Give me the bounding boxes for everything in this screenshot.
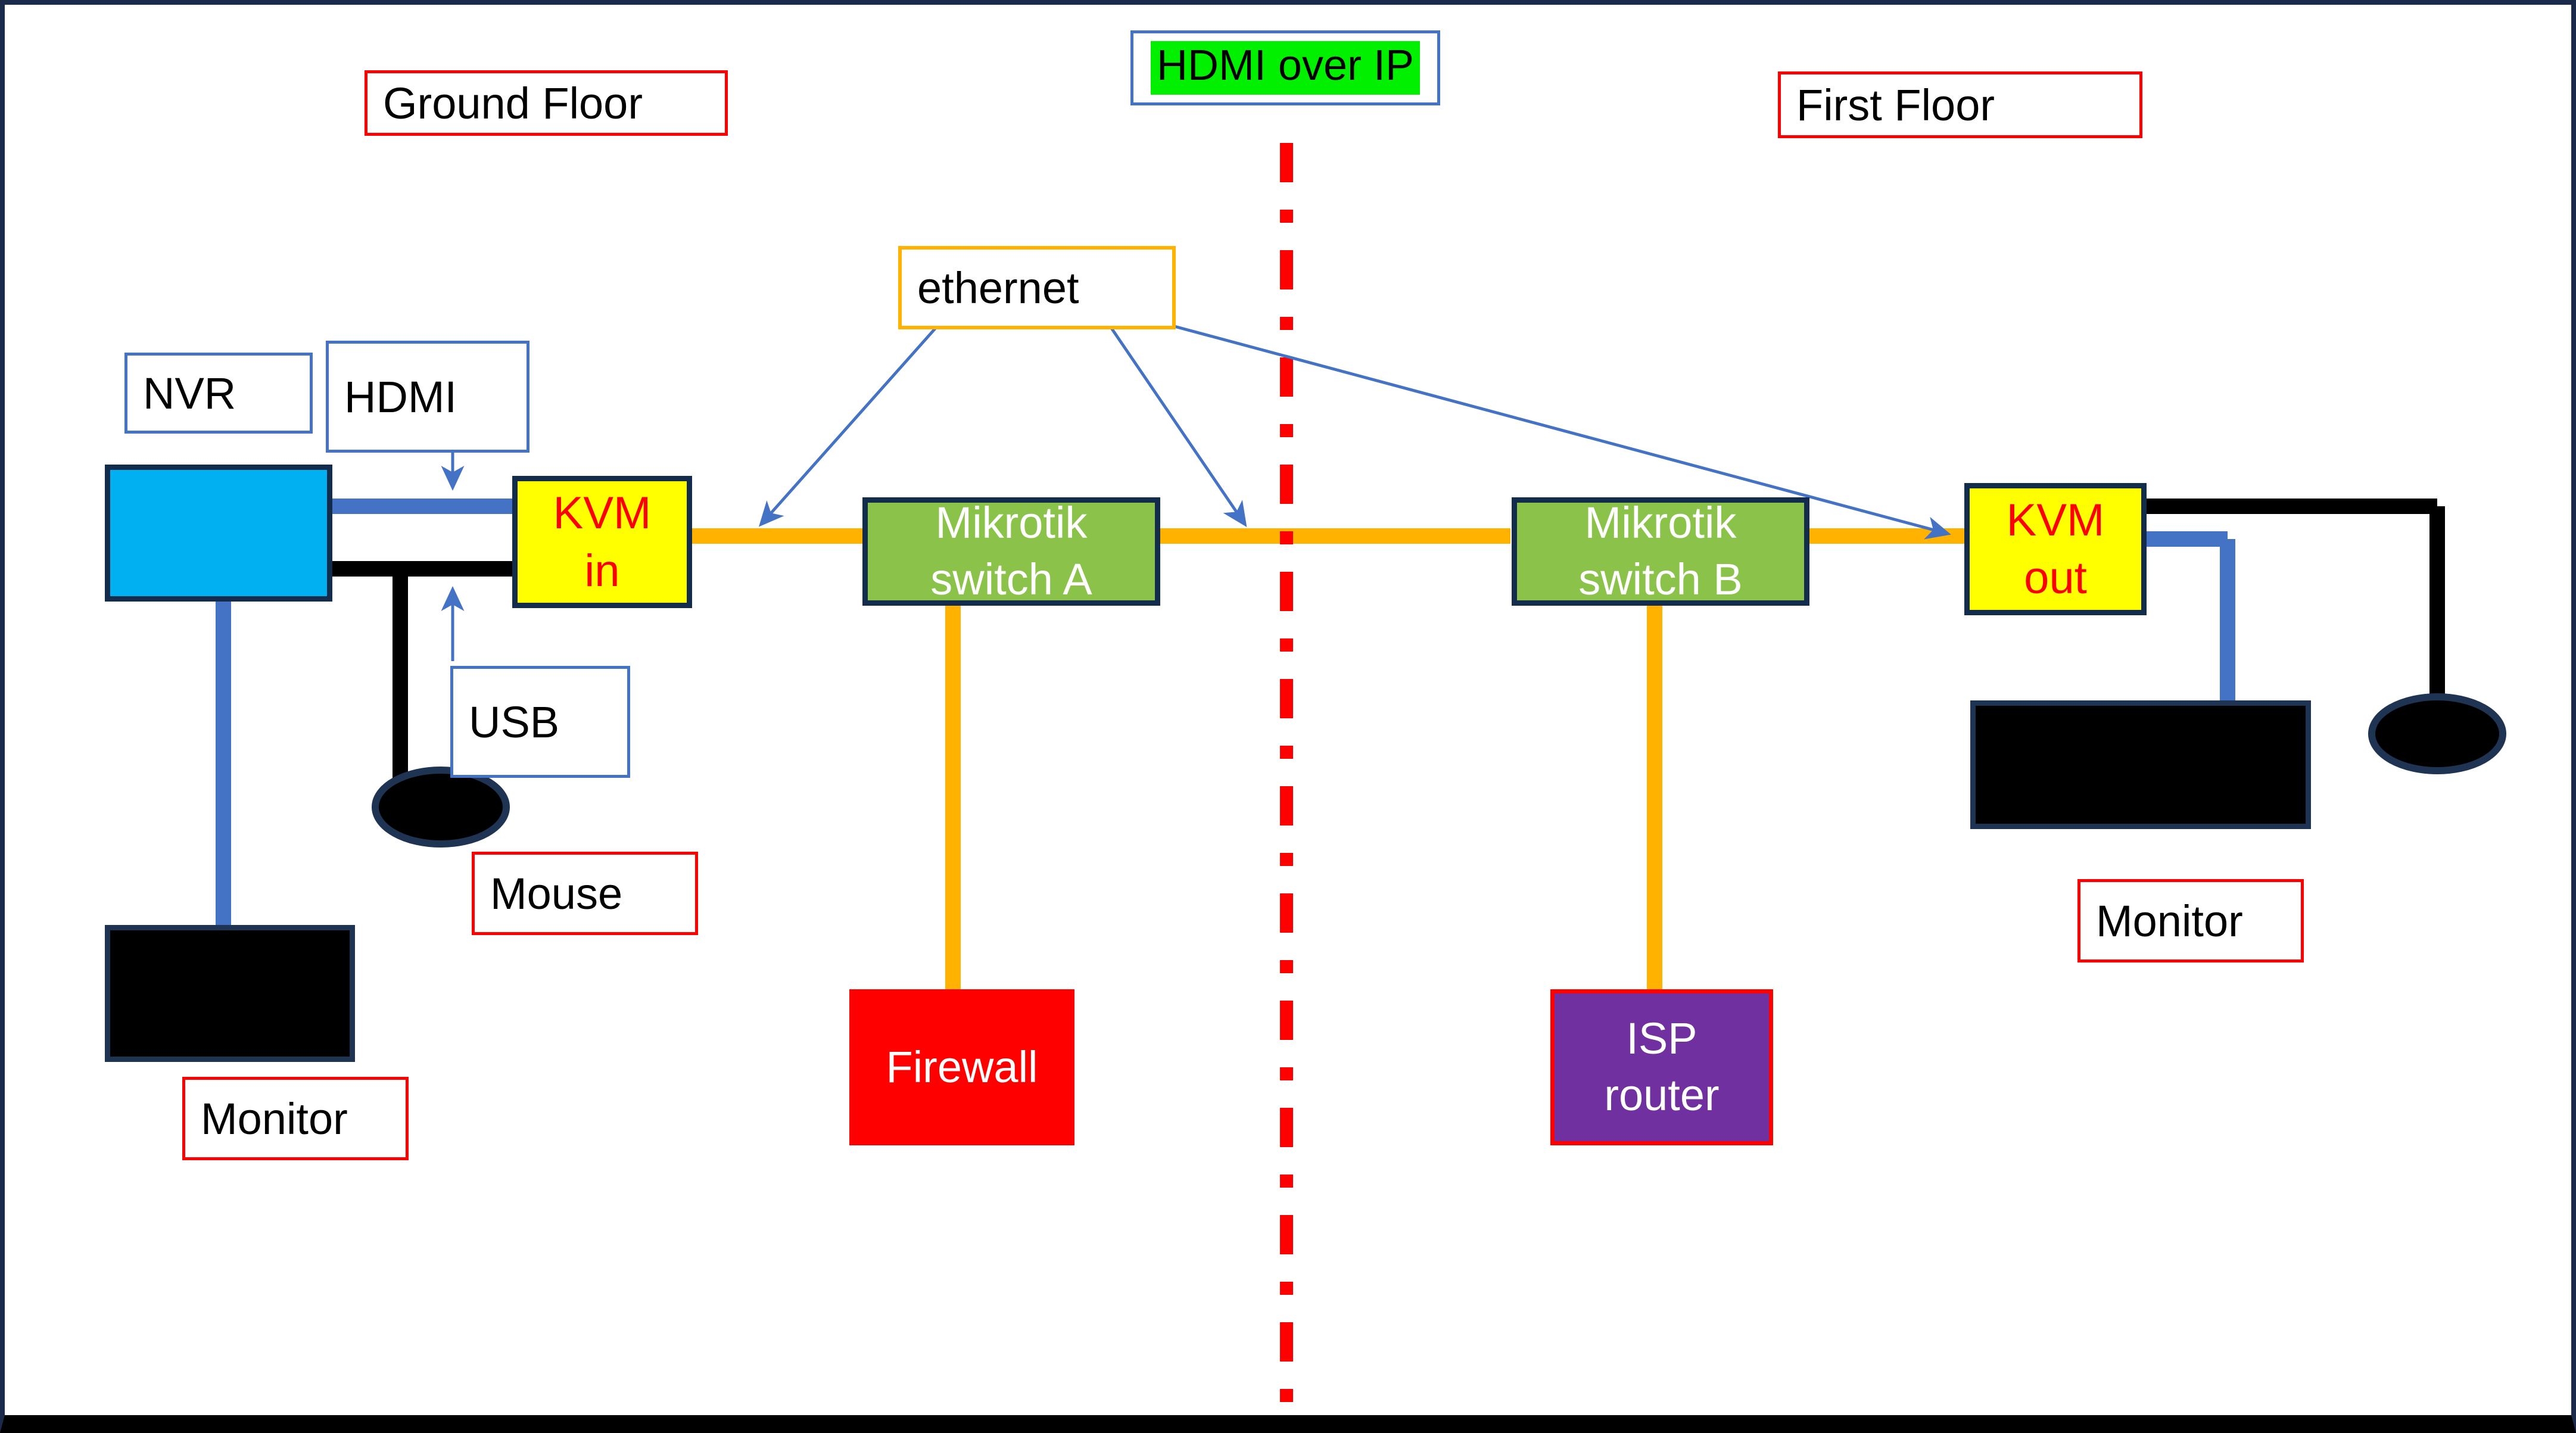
switch-a-line1: Mikrotik (935, 498, 1088, 548)
firewall-device[interactable]: Firewall (849, 989, 1074, 1145)
mikrotik-switch-a-device[interactable]: Mikrotik switch A (862, 497, 1160, 606)
ground-floor-label-text: Ground Floor (383, 78, 643, 128)
kvm-in-device[interactable]: KVM in (512, 476, 692, 608)
ethernet-callout: ethernet (898, 246, 1176, 329)
ground-floor-label: Ground Floor (365, 70, 728, 136)
nvr-callout: NVR (124, 353, 313, 434)
hdmi-over-ip-text: HDMI over IP (1150, 41, 1421, 95)
usb-cable-first (2137, 499, 2445, 715)
first-floor-label-text: First Floor (1796, 80, 1995, 130)
nvr-callout-text: NVR (143, 368, 236, 418)
monitor-first-callout-text: Monitor (2096, 896, 2243, 946)
kvm-in-line1: KVM (553, 487, 652, 538)
monitor-ground-callout-text: Monitor (201, 1094, 348, 1144)
kvm-out-line1: KVM (2006, 494, 2105, 546)
usb-callout: USB (450, 666, 630, 778)
mouse-callout-text: Mouse (490, 868, 623, 918)
switch-b-line2: switch B (1578, 554, 1743, 604)
ethernet-callout-text: ethernet (917, 263, 1079, 313)
hdmi-cable-first (2137, 531, 2235, 703)
isp-router-line1: ISP (1626, 1014, 1697, 1064)
mouse-ground (372, 767, 510, 848)
monitor-ground-callout: Monitor (182, 1077, 409, 1160)
monitor-ground-device[interactable] (105, 925, 355, 1062)
mouse-first (2368, 693, 2506, 774)
switch-b-line1: Mikrotik (1584, 498, 1737, 548)
switch-a-line2: switch A (930, 554, 1092, 604)
kvm-out-device[interactable]: KVM out (1964, 483, 2147, 615)
mouse-callout: Mouse (472, 852, 698, 935)
firewall-label: Firewall (886, 1042, 1038, 1092)
kvm-out-line2: out (2024, 553, 2087, 603)
nvr-device[interactable] (105, 465, 332, 602)
isp-router-line2: router (1604, 1070, 1720, 1120)
hdmi-callout: HDMI (326, 341, 529, 453)
monitor-first-device[interactable] (1970, 700, 2311, 829)
usb-callout-text: USB (469, 697, 560, 747)
isp-router-device[interactable]: ISP router (1550, 989, 1773, 1145)
hdmi-callout-text: HDMI (344, 372, 457, 422)
monitor-first-callout: Monitor (2077, 879, 2304, 962)
usb-cable-ground (310, 561, 512, 786)
annotation-pointers (441, 323, 1951, 661)
hdmi-over-ip-banner: HDMI over IP (1130, 30, 1440, 105)
mikrotik-switch-b-device[interactable]: Mikrotik switch B (1512, 497, 1809, 606)
first-floor-label: First Floor (1778, 71, 2142, 138)
kvm-in-line2: in (584, 546, 620, 596)
